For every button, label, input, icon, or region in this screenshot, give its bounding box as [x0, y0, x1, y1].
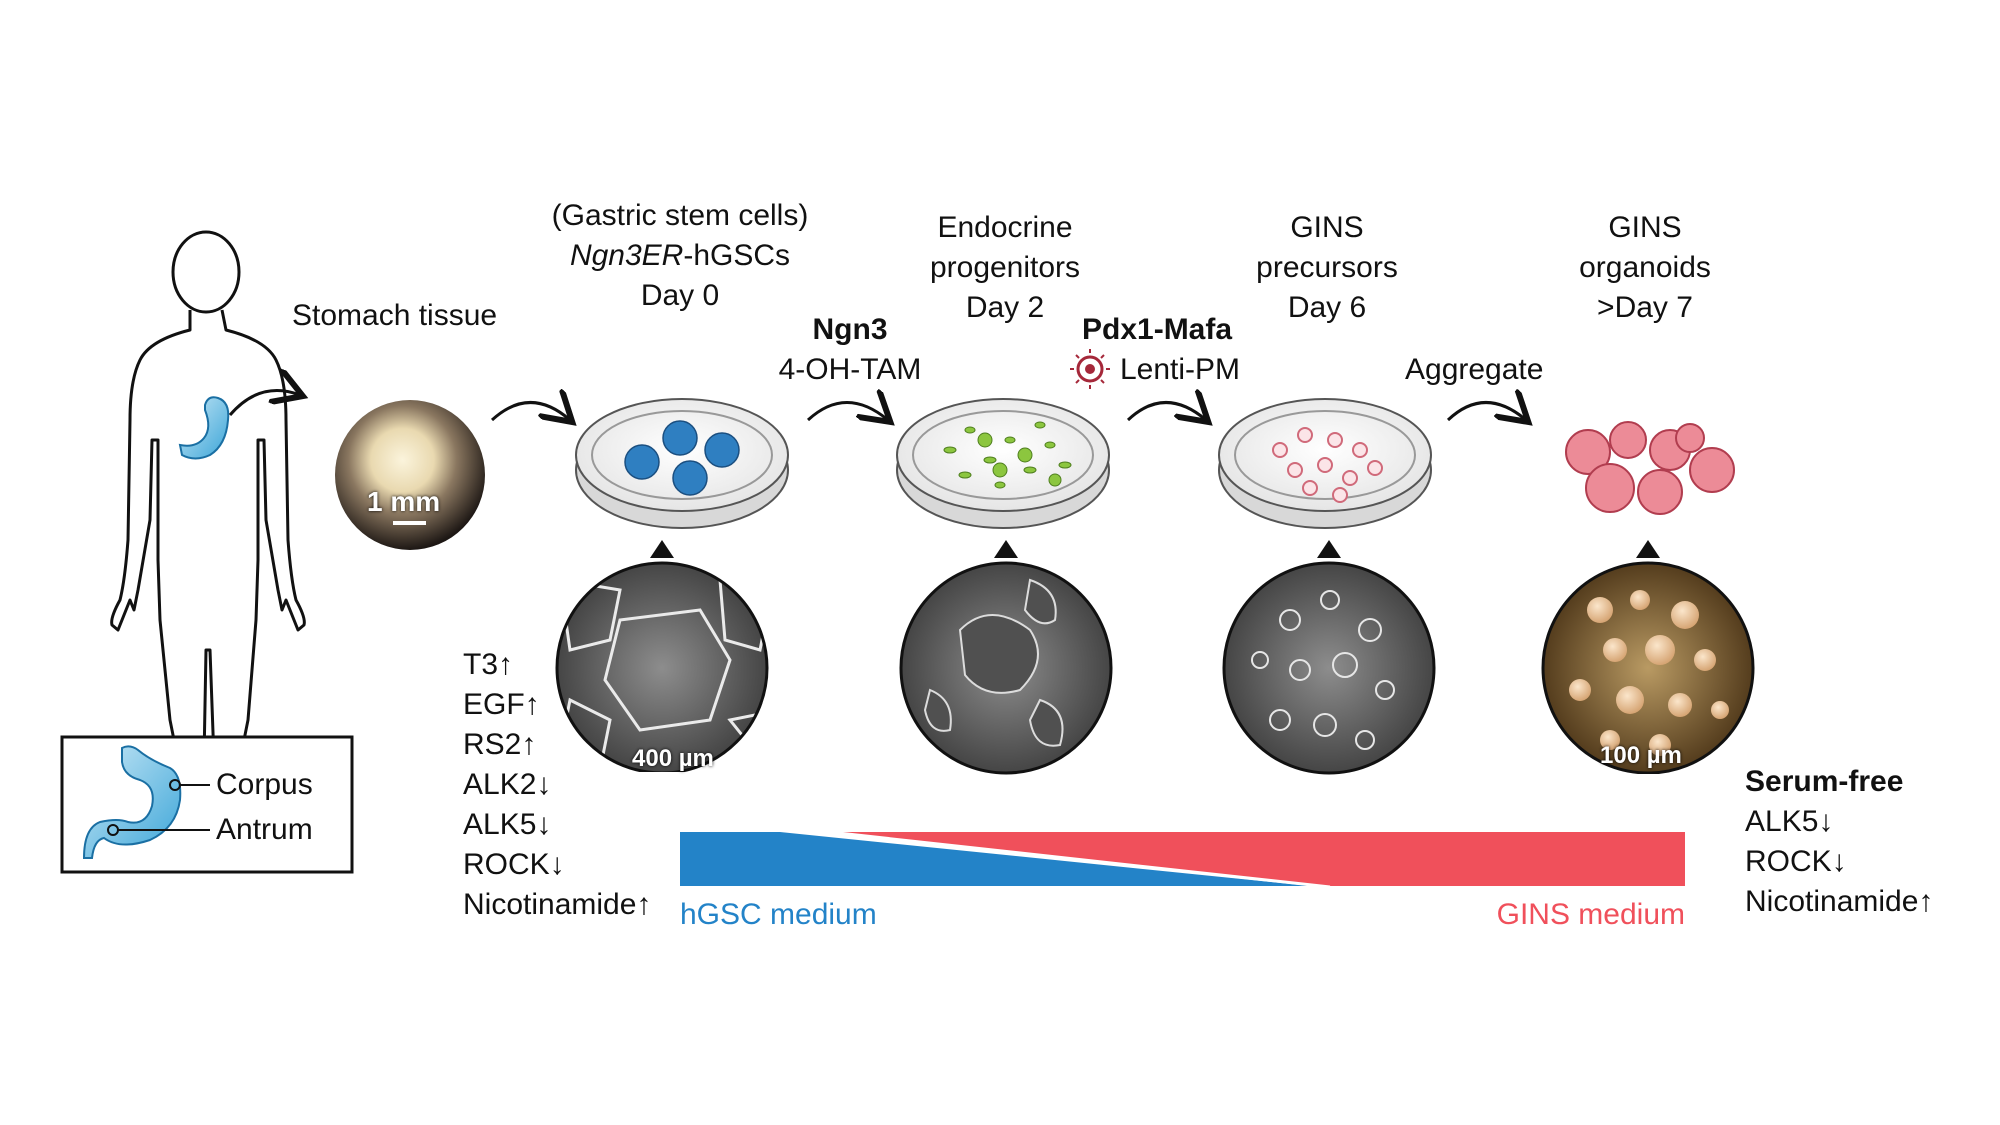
body-stomach: [178, 396, 230, 460]
legend-corpus: Corpus: [216, 768, 313, 801]
stage0-day: Day 0: [640, 279, 720, 312]
stomach-tissue-photo: [335, 400, 485, 550]
right-factor-nicotinamide: Nicotinamide↑: [1745, 885, 1934, 918]
right-factor-alk5: ALK5↓: [1745, 805, 1834, 838]
human-body-outline: [110, 230, 306, 792]
left-factor-list: T3↑ EGF↑ RS2↑ ALK2↓ ALK5↓ ROCK↓ Nicotina…: [463, 645, 651, 925]
factor-rs2: RS2↑: [463, 728, 537, 761]
arrow-day0-to-day2: [806, 403, 888, 421]
medium-gradient-bar: [680, 829, 1685, 889]
stage0-cell-line: Ngn3ER-hGSCs: [520, 236, 840, 276]
stage2-line1: GINS: [1290, 211, 1364, 244]
stomach-legend-box: [60, 735, 354, 874]
stage2-day: Day 6: [1287, 291, 1367, 324]
factor-egf: EGF↑: [463, 688, 540, 721]
dish-day0: [575, 398, 789, 529]
step-aggregate: Aggregate: [1405, 353, 1544, 386]
lenti-virus-icon: [1070, 349, 1110, 389]
arrow-tissue-to-day0: [490, 403, 570, 421]
hgscs-text: -hGSCs: [683, 239, 791, 272]
scale-bar-1mm: 1 mm: [367, 486, 441, 517]
stage1-line1: Endocrine: [937, 211, 1073, 244]
stage1-line2: progenitors: [929, 251, 1081, 284]
hgsc-medium-label: hGSC medium: [680, 898, 877, 931]
factor-rock: ROCK↓: [463, 848, 565, 881]
arrow-day6-to-day7: [1446, 403, 1526, 421]
right-factor-rock: ROCK↓: [1745, 845, 1847, 878]
micrograph-day2: [899, 561, 1113, 775]
label-stomach-tissue: Stomach tissue: [292, 299, 498, 332]
serum-free-title: Serum-free: [1745, 765, 1904, 798]
factor-t3: T3↑: [463, 648, 514, 681]
stage2-line2: precursors: [1256, 251, 1398, 284]
stage3-line2: organoids: [1579, 251, 1711, 284]
scale-bar-100um: 100 µm: [1600, 742, 1682, 769]
step-lenti-pm: Lenti-PM: [1120, 353, 1241, 386]
organoid-cluster: [1565, 421, 1735, 515]
micrograph-day7: [1541, 561, 1755, 778]
stage0-subtitle: (Gastric stem cells): [551, 199, 809, 232]
right-factor-list: Serum-free ALK5↓ ROCK↓ Nicotinamide↑: [1745, 762, 1933, 922]
factor-nicotinamide: Nicotinamide↑: [463, 888, 652, 921]
stage1-day: Day 2: [965, 291, 1045, 324]
arrow-day2-to-day6: [1126, 403, 1206, 421]
factor-alk2: ALK2↓: [463, 768, 552, 801]
dish-day6: [1218, 398, 1432, 529]
stage3-line1: GINS: [1608, 211, 1682, 244]
step-pdx1-mafa: Pdx1-Mafa: [1082, 313, 1233, 346]
gins-medium-label: GINS medium: [1496, 898, 1685, 931]
micrograph-day0: [555, 561, 769, 776]
step-4-oh-tam: 4-OH-TAM: [778, 353, 922, 386]
dish-day2: [896, 398, 1110, 529]
step-ngn3: Ngn3: [812, 313, 888, 346]
scale-bar-400um: 400 µm: [632, 745, 714, 772]
factor-alk5: ALK5↓: [463, 808, 552, 841]
micrograph-day6: [1222, 561, 1436, 775]
legend-antrum: Antrum: [216, 813, 313, 846]
stage3-day: >Day 7: [1597, 291, 1693, 324]
ngn3er-italic: Ngn3ER: [569, 239, 684, 272]
